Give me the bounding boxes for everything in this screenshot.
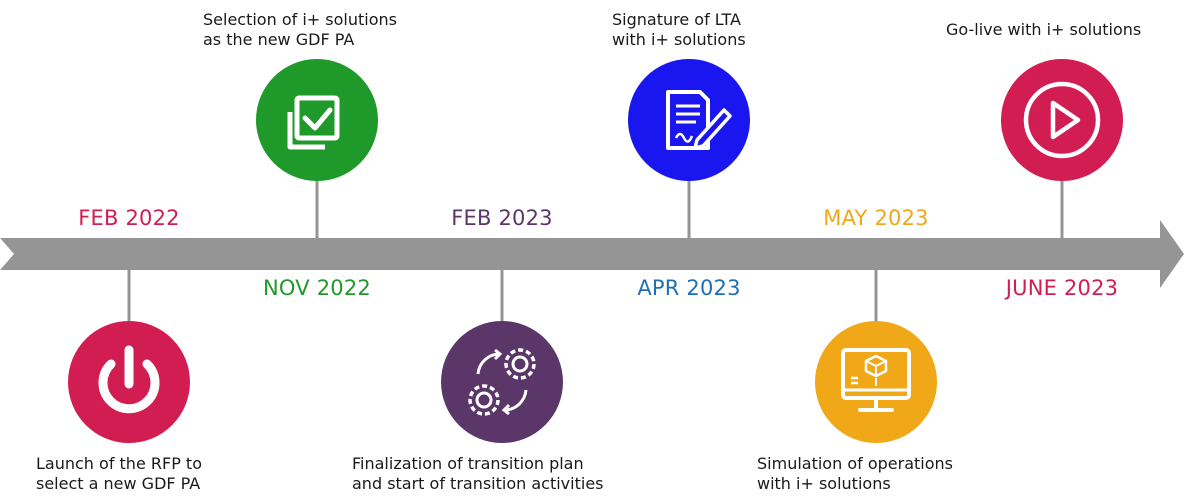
monitor-cube-icon	[815, 321, 937, 443]
caption-line: select a new GDF PA	[36, 474, 201, 493]
document-sign-icon	[628, 59, 750, 181]
date-nov-2022: NOV 2022	[263, 276, 371, 300]
caption-feb-2023: Finalization of transition plan and star…	[352, 454, 604, 494]
timeline-arrow	[0, 220, 1184, 288]
caption-line: Simulation of operations	[757, 454, 953, 473]
caption-june-2023: Go-live with i+ solutions	[946, 20, 1141, 40]
caption-line: with i+ solutions	[757, 474, 891, 493]
caption-line: Selection of i+ solutions	[203, 10, 397, 29]
caption-line: Go-live with i+ solutions	[946, 20, 1142, 39]
power-icon	[68, 321, 190, 443]
caption-line: Launch of the RFP to	[36, 454, 202, 473]
caption-line: as the new GDF PA	[203, 30, 355, 49]
date-may-2023: MAY 2023	[823, 206, 929, 230]
caption-may-2023: Simulation of operations with i+ solutio…	[757, 454, 953, 494]
date-feb-2023: FEB 2023	[451, 206, 553, 230]
date-june-2023: JUNE 2023	[1005, 276, 1119, 300]
date-feb-2022: FEB 2022	[78, 206, 180, 230]
caption-line: Finalization of transition plan	[352, 454, 584, 473]
gears-icon	[441, 321, 563, 443]
caption-apr-2023: Signature of LTA with i+ solutions	[612, 10, 746, 50]
checkbox-icon	[256, 59, 378, 181]
play-icon	[1001, 59, 1123, 181]
date-apr-2023: APR 2023	[637, 276, 741, 300]
caption-nov-2022: Selection of i+ solutions as the new GDF…	[203, 10, 397, 50]
caption-line: and start of transition activities	[352, 474, 604, 493]
caption-feb-2022: Launch of the RFP to select a new GDF PA	[36, 454, 202, 494]
caption-line: with i+ solutions	[612, 30, 746, 49]
caption-line: Signature of LTA	[612, 10, 741, 29]
